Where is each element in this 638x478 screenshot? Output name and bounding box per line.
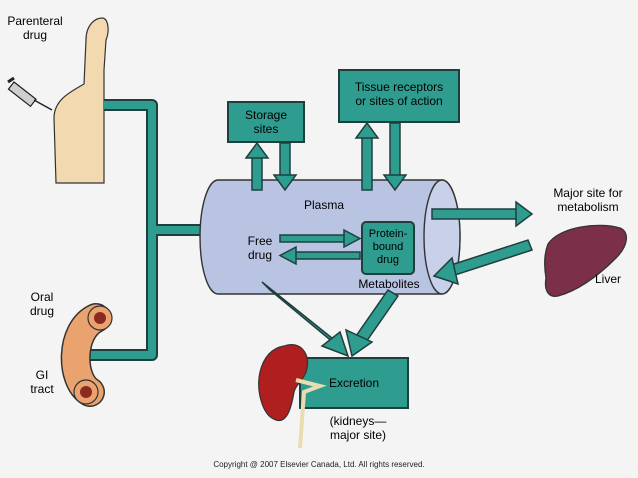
storage-sites-box [227,101,305,143]
oral-drug-label: Oral drug [29,290,55,318]
to-receptors-arrow [354,121,380,191]
from-storage-arrow [272,142,298,192]
plasma-to-excretion-arrow-left [261,281,350,358]
free-drug-label: Free drug [247,234,273,262]
metabolites-to-excretion-arrow [344,288,400,358]
tissue-receptors-label: Tissue receptors or sites of action [354,80,444,108]
kidneys-major-site-label: (kidneys— major site) [329,414,387,442]
from-receptors-arrow [382,122,408,192]
metabolites-label: Metabolites [358,277,420,291]
gi-tract-label: GI tract [30,368,54,396]
to-liver-arrow [431,200,534,228]
to-storage-arrow [244,141,270,191]
from-liver-arrow [432,239,533,286]
major-site-metabolism-label: Major site for metabolism [553,186,623,214]
gi-tract-icon [60,303,113,407]
copyright-notice: Copyright @ 2007 Elsevier Canada, Ltd. A… [213,460,425,469]
free-to-bound-arrow [279,228,362,249]
parenteral-drug-label: Parenteral drug [7,14,63,42]
syringe-icon [7,76,53,111]
protein-bound-box [361,221,415,275]
human-torso-icon [53,17,109,184]
absorption-pipe [90,99,212,361]
plasma-label: Plasma [303,198,344,212]
bound-to-free-arrow [278,245,361,266]
liver-label: Liver [594,272,621,286]
liver-icon [544,224,627,297]
protein-bound-drug-label: Protein- bound drug [368,228,408,266]
tissue-receptors-box [338,69,460,123]
kidney-icon [258,344,327,449]
storage-sites-label: Storage sites [244,108,288,136]
excretion-label: Excretion [328,376,380,390]
